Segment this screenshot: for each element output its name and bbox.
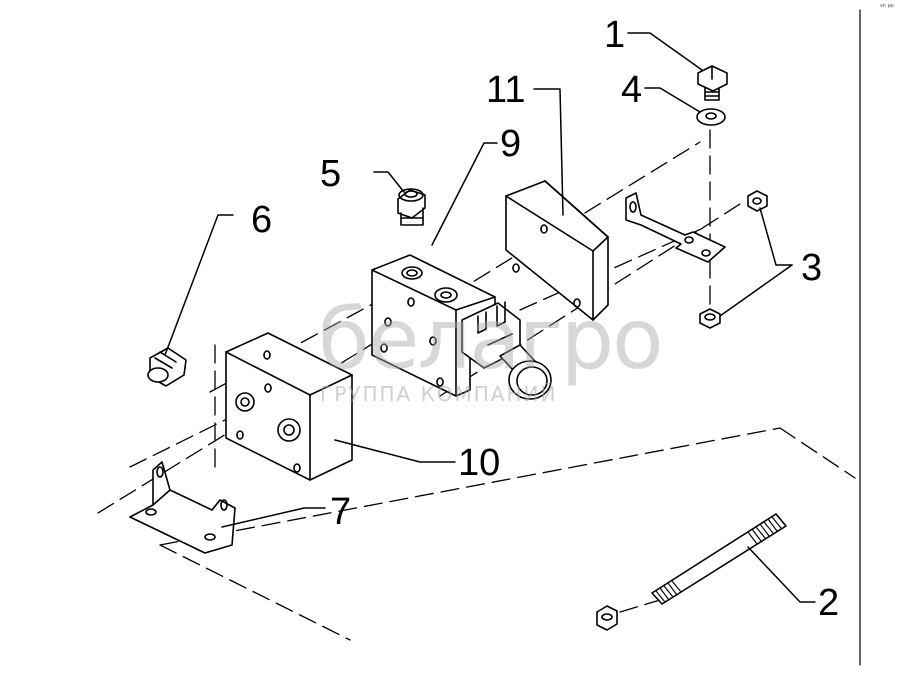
callout-11: 11 [486, 69, 526, 111]
part-10-block [225, 332, 353, 481]
bracket-right [625, 192, 726, 263]
watermark-tagline: ГРУППА КОМПАНИЙ [320, 382, 558, 406]
part-6-plug [147, 347, 187, 387]
part-2-threaded-stud [651, 513, 787, 605]
part-4-washer [696, 108, 726, 126]
callout-1: 1 [604, 14, 626, 56]
callout-4: 4 [621, 69, 643, 111]
part-3-nut-upper [747, 190, 768, 212]
part-2-nut [596, 605, 618, 631]
part-7-bracket-left [129, 461, 236, 554]
part-11-cover-plate [505, 180, 609, 321]
watermark-brand: белагро [318, 290, 663, 388]
part-3-nut-lower [699, 308, 721, 329]
callout-10: 10 [458, 442, 501, 484]
callout-7: 7 [330, 491, 352, 533]
callout-2: 2 [818, 582, 840, 624]
callout-6: 6 [251, 199, 273, 241]
part-9-valve-body [371, 254, 552, 400]
part-5-fitting [397, 188, 426, 226]
corner-mark: ᵒʰ ᵖᵖ [880, 3, 894, 11]
callout-3: 3 [801, 247, 823, 289]
callout-5: 5 [320, 153, 342, 195]
leader-lines [164, 32, 816, 603]
part-1-bolt [697, 65, 728, 101]
callout-9: 9 [500, 123, 522, 165]
